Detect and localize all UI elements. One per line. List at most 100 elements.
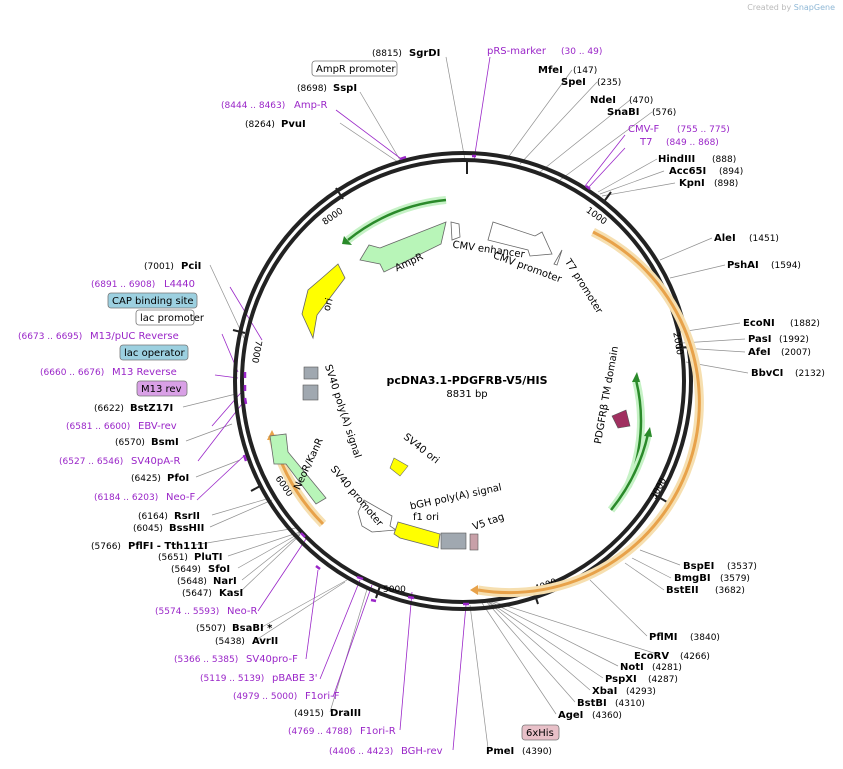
feature-label-bgh-polya: bGH poly(A) signal — [409, 482, 503, 512]
primer-marks — [242, 154, 591, 606]
enzyme-ndei: NdeI(470) — [590, 95, 653, 106]
enzyme-bspei: BspEI(3537) — [683, 561, 757, 572]
box-6xhis: 6xHis — [526, 728, 554, 739]
pdgfrb-orf-arrowhead — [470, 585, 478, 595]
pdgfrb-green-arc-1-arrow — [632, 372, 640, 382]
feature-label-t7-promoter: T7 promoter — [562, 256, 605, 316]
enzyme-bsshii: (6045)BssHII — [133, 523, 204, 534]
enzyme-pluti: (5651)PluTI — [158, 552, 222, 563]
enzyme-kasi: (5647)KasI — [182, 588, 243, 599]
primer-prs-marker: pRS-marker(30 .. 49) — [487, 46, 602, 57]
sv40-polya-box — [302, 384, 319, 401]
enzyme-afei: AfeI(2007) — [748, 347, 811, 358]
primer-ebv-rev: (6581 .. 6600)EBV-rev — [66, 421, 177, 432]
sv40-promoter-arrow — [357, 499, 398, 533]
box-m13-rev: M13 rev — [141, 384, 182, 395]
box-lac-operator: lac operator — [124, 348, 185, 359]
enzyme-bsmi: (6570)BsmI — [115, 437, 179, 448]
enzyme-draiii: (4915)DraIII — [294, 708, 361, 719]
primer-sv40pro-f: (5366 .. 5385)SV40pro-F — [174, 654, 298, 665]
enzyme-sfoi: (5649)SfoI — [171, 564, 230, 575]
primer-cmv-f: CMV-F(755 .. 775) — [628, 124, 730, 135]
snapgene-credit: Created by SnapGene — [747, 3, 835, 12]
enzyme-spei: SpeI(235) — [561, 77, 621, 88]
ampr-orf-arrowhead — [342, 236, 352, 245]
plasmid-length: 8831 bp — [446, 389, 487, 400]
feature-label-ori: ori — [322, 297, 336, 312]
feature-label-sv40-polya: SV40 poly(A) signal — [322, 363, 363, 459]
feature-label-pdgfrb-tm: PDGFRβ TM domain — [593, 345, 621, 445]
boxed-feature-labels: AmpR promoter CAP binding site lac promo… — [107, 60, 560, 741]
primer-t7: T7(849 .. 868) — [639, 137, 719, 148]
box-ampr-promoter: AmpR promoter — [316, 64, 396, 75]
v5-tag-box — [469, 533, 479, 551]
primer-neo-f: (6184 .. 6203)Neo-F — [94, 492, 196, 503]
enzyme-labels-right: MfeI(147) SpeI(235) NdeI(470) SnaBI(576)… — [486, 65, 825, 757]
enzyme-pasi: PasI(1992) — [748, 334, 809, 345]
bgh-polya-box — [440, 532, 467, 550]
t7-promoter-arrow — [553, 249, 563, 266]
primer-neo-r: (5574 .. 5593)Neo-R — [155, 606, 258, 617]
ampr-orf-arc — [347, 198, 447, 241]
snapgene-logo: SnapGene — [793, 3, 835, 12]
feature-label-sv40-ori: SV40 ori — [401, 432, 441, 467]
enzyme-noti: NotI(4281) — [620, 662, 682, 673]
enzyme-pspxi: PspXI(4287) — [605, 674, 678, 685]
enzyme-econi: EcoNI(1882) — [743, 318, 820, 329]
enzyme-sspi: (8698)SspI — [297, 83, 357, 94]
enzyme-nari: (5648)NarI — [177, 576, 237, 587]
enzyme-snabi: SnaBI(576) — [607, 107, 676, 118]
neo-kanr-arrow — [269, 433, 327, 505]
enzyme-labels-left: (8815)SgrDI (8698)SspI (8264)PvuI (4915)… — [91, 48, 440, 719]
ori-arrow — [301, 263, 346, 340]
enzyme-kpni: KpnI(898) — [679, 178, 738, 189]
primer-sv40pa-r: (6527 .. 6546)SV40pA-R — [59, 456, 180, 467]
enzyme-xbai: XbaI(4293) — [592, 686, 656, 697]
tick-5000: 5000 — [383, 585, 406, 595]
pdgfrb-green-arc-2-line — [610, 433, 650, 511]
enzyme-rsrii: (6164)RsrII — [138, 511, 200, 522]
enzyme-pshai: PshAI(1594) — [727, 260, 801, 271]
primer-pbabe-3: (5119 .. 5139)pBABE 3' — [200, 673, 318, 684]
cmv-small-arrow — [450, 221, 461, 241]
feature-label-sv40-promoter: SV40 promoter — [328, 464, 386, 530]
box-lac-promoter: lac promoter — [140, 313, 205, 324]
lac-feature-box — [303, 366, 319, 380]
pdgfrb-orf-arc — [477, 230, 701, 595]
enzyme-pmei: PmeI(4390) — [486, 746, 552, 757]
enzyme-pflfi-tth111i: (5766)PflFI - Tth111I — [91, 541, 208, 552]
tick-3000: 3000 — [649, 476, 669, 501]
primer-amp-r: (8444 .. 8463)Amp-R — [221, 100, 328, 111]
f1-ori-arrow — [393, 521, 441, 549]
primer-m13-puc-reverse: (6673 .. 6695)M13/pUC Reverse — [18, 331, 179, 342]
enzyme-pflmi: PflMI(3840) — [649, 632, 720, 643]
enzyme-pcii: (7001)PciI — [144, 261, 201, 272]
box-cap-binding-site: CAP binding site — [112, 296, 194, 307]
enzyme-sgrdi: (8815)SgrDI — [372, 48, 440, 59]
pdgfrb-tm-domain-shape — [611, 409, 631, 429]
enzyme-bsabi: (5507)BsaBI * — [196, 623, 273, 634]
tick-7000: 7000 — [249, 339, 263, 364]
primer-labels: pRS-marker(30 .. 49) CMV-F(755 .. 775) T… — [18, 46, 730, 757]
enzyme-bmgbi: BmgBI(3579) — [674, 573, 750, 584]
primer-l4440: (6891 .. 6908)L4440 — [91, 279, 195, 290]
enzyme-avrii: (5438)AvrII — [215, 636, 278, 647]
enzyme-bbvci: BbvCI(2132) — [751, 368, 825, 379]
feature-label-v5-tag: V5 tag — [471, 512, 506, 534]
leader-lines — [182, 56, 749, 749]
tick-2000: 2000 — [670, 331, 684, 356]
enzyme-ecorv: EcoRV(4266) — [634, 651, 710, 662]
enzyme-agei: AgeI(4360) — [558, 710, 622, 721]
enzyme-pvui: (8264)PvuI — [245, 119, 306, 130]
primer-f1ori-f: (4979 .. 5000)F1ori-F — [233, 691, 340, 702]
primer-bgh-rev: (4406 .. 4423)BGH-rev — [329, 746, 443, 757]
cmv-enhancer-arrow — [487, 221, 553, 257]
enzyme-bstbi: BstBI(4310) — [577, 698, 645, 709]
enzyme-bsteii: BstEII(3682) — [666, 585, 745, 596]
enzyme-hindiii: HindIII(888) — [658, 154, 736, 165]
ampr-arrow — [359, 221, 447, 273]
feature-label-f1-ori: f1 ori — [413, 512, 439, 523]
plasmid-title: pcDNA3.1-PDGFRB-V5/HIS — [386, 374, 547, 387]
backbone-outer — [233, 151, 693, 611]
